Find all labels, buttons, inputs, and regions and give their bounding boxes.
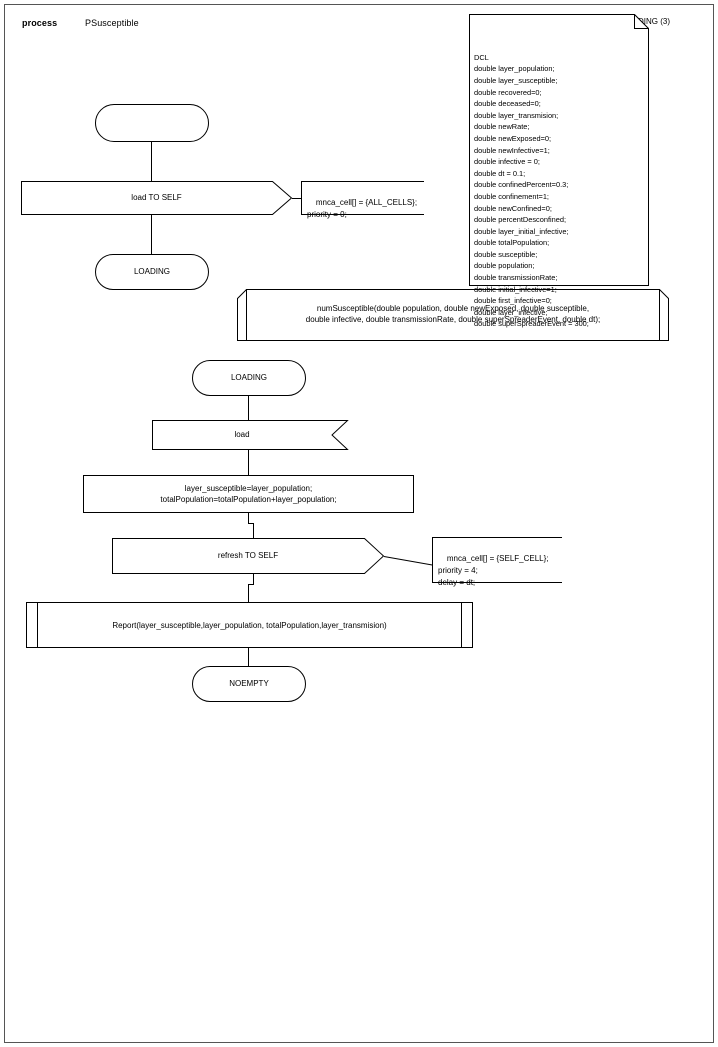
output-refresh-to-self[interactable]: refresh TO SELF	[112, 538, 385, 574]
comment-leader-load	[292, 198, 302, 199]
connector-task-jog-upper	[248, 513, 249, 524]
procedure-call-report[interactable]: Report(layer_susceptible,layer_populatio…	[26, 602, 473, 648]
dcl-state-badge: LOADING (3)	[622, 17, 671, 26]
comment-load-to-self[interactable]: mnca_cell[] = {ALL_CELLS}; priority = 0;	[301, 181, 424, 219]
comment-refresh-to-self[interactable]: mnca_cell[] = {SELF_CELL}; priority = 4;…	[432, 537, 562, 587]
connector-task-jog-lower	[253, 523, 254, 538]
state-loading-2[interactable]: LOADING	[192, 360, 306, 396]
connector-state2-to-input	[248, 396, 249, 420]
task-assignment[interactable]: layer_susceptible=layer_population; tota…	[83, 475, 414, 513]
state-loading-1[interactable]: LOADING	[95, 254, 209, 290]
output-load-to-self[interactable]: load TO SELF	[21, 181, 293, 215]
comment-load-text: mnca_cell[] = {ALL_CELLS}; priority = 0;	[307, 198, 418, 219]
connector-refresh-jog-upper	[253, 574, 254, 585]
connector-refresh-jog-lower	[248, 584, 249, 602]
dcl-box-outline	[469, 14, 649, 286]
connector-refresh-jog-horizontal	[248, 584, 254, 585]
connector-task-jog-horizontal	[248, 523, 254, 524]
process-keyword: process	[22, 18, 58, 28]
dcl-declarations: double layer_population; double layer_su…	[474, 64, 589, 329]
connector-input-to-task	[248, 450, 249, 475]
dcl-title: DCL	[474, 52, 489, 62]
connector-report-to-noempty	[248, 648, 249, 666]
connector-start-to-output	[151, 142, 152, 181]
process-name: PSusceptible	[85, 18, 139, 28]
dcl-text: DCL double layer_population; double laye…	[474, 52, 644, 330]
input-load[interactable]: load	[152, 420, 349, 450]
comment-leader-refresh	[383, 556, 433, 566]
connector-output-to-state	[151, 215, 152, 254]
dcl-declaration-block[interactable]: DCL double layer_population; double laye…	[469, 14, 649, 328]
comment-refresh-text: mnca_cell[] = {SELF_CELL}; priority = 4;…	[438, 554, 549, 587]
state-noempty[interactable]: NOEMPTY	[192, 666, 306, 702]
start-symbol[interactable]	[95, 104, 209, 142]
